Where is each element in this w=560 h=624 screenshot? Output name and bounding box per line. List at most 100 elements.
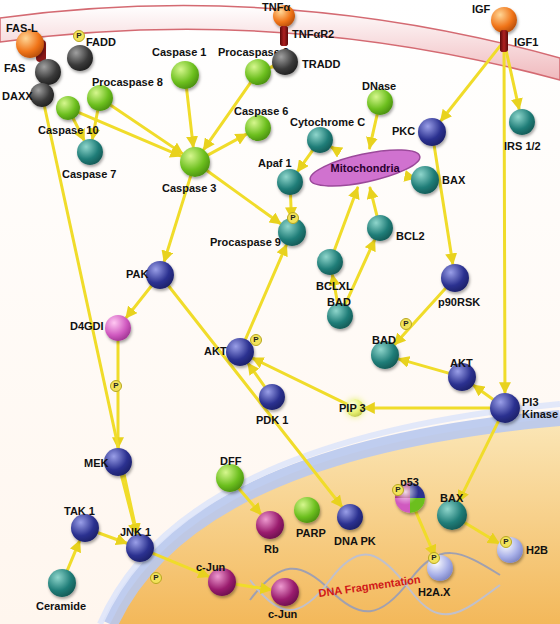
protein-sphere: JNK 1 <box>126 534 154 562</box>
protein-sphere: BAD <box>327 303 353 329</box>
protein-sphere: Caspase 6 <box>245 115 271 141</box>
protein-sphere: PAK <box>146 261 174 289</box>
protein-label: BAX <box>442 174 465 186</box>
pathway-arrow <box>416 512 435 556</box>
protein-label: PKC <box>392 125 415 137</box>
annotation-text: DNA Fragmentation <box>318 573 422 599</box>
pathway-arrow <box>335 188 358 250</box>
pathway-arrow <box>364 407 490 410</box>
protein-sphere: Caspase 7 <box>77 139 103 165</box>
protein-sphere: AKT <box>448 363 476 391</box>
pathway-arrow <box>187 89 194 147</box>
protein-sphere: c-Jun <box>208 568 236 596</box>
protein-sphere: BAD <box>371 341 399 369</box>
protein-label: H2B <box>526 544 548 556</box>
protein-label: AKT <box>450 357 473 369</box>
protein-sphere: c-Jun <box>271 578 299 606</box>
protein-sphere: BAX <box>437 500 467 530</box>
pathway-arrow <box>208 134 246 155</box>
pathway-arrow <box>207 171 280 224</box>
protein-sphere: Procaspase 8 <box>87 85 113 111</box>
pathway-arrow <box>246 245 287 339</box>
protein-label: DNA PK <box>334 535 376 547</box>
pathway-arrow <box>345 240 374 304</box>
organelle-label: Mitochondria <box>331 162 400 174</box>
protein-label: BCLXL <box>316 280 353 292</box>
protein-label: AKT <box>204 345 227 357</box>
protein-sphere: Rb <box>256 511 284 539</box>
protein-label: IGF <box>472 3 490 15</box>
dna-strand <box>250 555 500 615</box>
pathway-arrow <box>465 523 499 544</box>
protein-label: BAD <box>327 296 351 308</box>
protein-sphere: BAX <box>411 166 439 194</box>
protein-label: PAK <box>126 268 148 280</box>
pathway-arrow <box>239 489 261 515</box>
protein-sphere: DFF <box>216 464 244 492</box>
protein-sphere: Apaf 1 <box>277 169 303 195</box>
pathway-arrow <box>370 115 378 148</box>
phosphate-mark: P <box>400 318 412 330</box>
protein-label: PDK 1 <box>256 414 288 426</box>
protein-sphere: PKC <box>418 118 446 146</box>
phosphate-mark: P <box>73 30 85 42</box>
pathway-arrow <box>169 286 342 507</box>
phosphate-mark: P <box>287 212 299 224</box>
protein-sphere: Cytochrome C <box>307 127 333 153</box>
protein-label: Caspase 7 <box>62 168 116 180</box>
protein-label: Cytochrome C <box>290 116 365 128</box>
phosphate-mark: P <box>500 536 512 548</box>
pathway-arrow <box>331 147 337 151</box>
protein-label: PI3 Kinase <box>522 396 558 420</box>
protein-sphere: TNFα <box>273 5 295 27</box>
protein-label: BAD <box>372 334 396 346</box>
cell-membrane <box>0 6 560 80</box>
protein-label: DFF <box>220 455 241 467</box>
protein-label: Apaf 1 <box>258 157 292 169</box>
pathway-arrow <box>248 363 264 386</box>
protein-label: BAX <box>440 492 463 504</box>
protein-label: TRADD <box>302 58 341 70</box>
phosphate-mark: P <box>110 380 122 392</box>
protein-sphere: Procaspase 2 <box>245 59 271 85</box>
protein-sphere: BCL2 <box>367 215 393 241</box>
receptor-shape: TNFαR2 <box>280 26 288 46</box>
protein-sphere: FAS <box>35 59 61 85</box>
protein-sphere: Ceramide <box>48 569 76 597</box>
phosphate-mark: P <box>392 484 404 496</box>
protein-sphere: PI3 Kinase <box>490 393 520 423</box>
pathway-arrow <box>434 146 453 264</box>
protein-label: PIP 3 <box>339 402 366 414</box>
protein-sphere: IRS 1/2 <box>509 109 535 135</box>
phosphate-mark: P <box>150 572 162 584</box>
pathway-arrow <box>236 584 271 590</box>
protein-label: Caspase 6 <box>234 105 288 117</box>
protein-label: c-Jun <box>268 608 297 620</box>
protein-label: D4GDI <box>70 320 104 332</box>
protein-label: Caspase 3 <box>162 182 216 194</box>
pathway-arrow <box>506 50 519 109</box>
pathway-arrow <box>473 385 492 399</box>
nuclear-envelope-edge <box>100 404 560 624</box>
protein-sphere: FAS-L <box>16 30 44 58</box>
protein-sphere: PDK 1 <box>259 384 285 410</box>
dna-strand <box>250 553 500 611</box>
protein-sphere: Caspase 10 <box>56 96 80 120</box>
protein-label: PARP <box>296 527 326 539</box>
protein-label: MEK <box>84 457 108 469</box>
protein-label: p90RSK <box>438 296 480 308</box>
mitochondria-ellipse: Mitochondria <box>307 148 423 188</box>
pathway-arrow <box>117 341 120 448</box>
mitochondria-outline <box>307 148 422 188</box>
pathway-arrow <box>441 46 501 121</box>
phosphate-mark: P <box>250 334 262 346</box>
protein-label: TAK 1 <box>64 505 95 517</box>
protein-sphere: Caspase 3 <box>180 147 210 177</box>
pathway-arrow <box>459 421 499 501</box>
pathway-arrow <box>394 288 445 344</box>
protein-label: Caspase 1 <box>152 46 206 58</box>
phosphate-mark: P <box>428 552 440 564</box>
protein-sphere: TAK 1 <box>71 514 99 542</box>
